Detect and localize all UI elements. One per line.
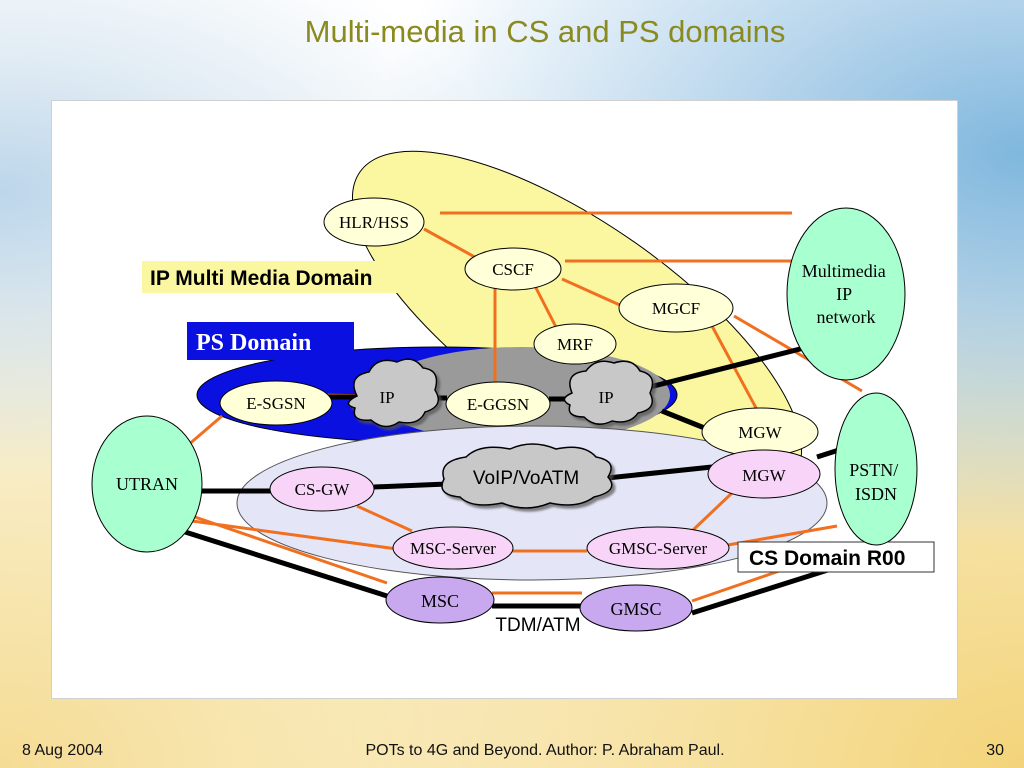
gmsc-server-label: GMSC-Server (609, 539, 708, 558)
footer-text: POTs to 4G and Beyond. Author: P. Abraha… (365, 742, 725, 759)
multimedia-line-3: network (817, 307, 876, 327)
link-utran-msc (191, 514, 388, 585)
voip-voatm-label: VoIP/VoATM (473, 468, 579, 489)
msc-server-label: MSC-Server (410, 539, 496, 558)
link-utran-esgsn (186, 414, 223, 448)
bearer-utran-msc (181, 528, 388, 599)
hlr-hss-node (323, 197, 425, 247)
link-cscf-mrf (533, 285, 559, 330)
link-gmscserver-mgw (690, 491, 734, 533)
bearer-ip-multimedia (641, 345, 805, 392)
hlr-hss-label: HLR/HSS (339, 213, 409, 232)
mrf-node (533, 323, 617, 365)
mgw-top-label: MGW (738, 423, 782, 442)
ip-cloud-1-label: IP (379, 388, 394, 407)
link-csgw-mscserver (356, 504, 413, 533)
e-sgsn-label: E-SGSN (246, 394, 306, 413)
ps-domain-label-box (187, 322, 354, 360)
e-sgsn-node (219, 380, 333, 426)
link-utran-mscserver (191, 519, 398, 551)
gmsc-server-node (586, 526, 730, 570)
msc-node (385, 576, 495, 624)
ip-cloud-2-label: IP (598, 388, 613, 407)
mgcf-label: MGCF (652, 299, 700, 318)
network-diagram: IP Multi Media Domain PS Domain CS Domai… (51, 100, 958, 699)
gmsc-label: GMSC (610, 599, 661, 619)
mgw-cs-label: MGW (742, 466, 786, 485)
pstn-isdn-label: PSTN/ ISDN (849, 460, 903, 504)
ip-multimedia-domain-label-box (142, 261, 422, 293)
cscf-node (464, 247, 562, 291)
link-hlr-cscf (423, 227, 483, 263)
cs-gw-label: CS-GW (295, 480, 351, 499)
e-ggsn-node (445, 381, 551, 427)
mgw-cs-node (707, 449, 821, 499)
footer-date: 8 Aug 2004 (22, 742, 103, 759)
mrf-label: MRF (557, 335, 593, 354)
pstn-line-1: PSTN/ (849, 460, 898, 480)
footer-page-number: 30 (986, 742, 1004, 759)
cs-domain-label-box (737, 541, 935, 573)
mgcf-node (618, 283, 734, 333)
multimedia-line-2: IP (836, 284, 852, 304)
diagram-canvas: IP Multi Media Domain PS Domain CS Domai… (91, 150, 935, 636)
pstn-line-2: ISDN (855, 484, 897, 504)
link-mgcf-mgw (710, 325, 764, 420)
bearer-csgw-voip (373, 481, 448, 490)
ip-cloud-1 (347, 358, 440, 428)
link-cscf-mgcf (561, 277, 623, 308)
gmsc-node (579, 584, 693, 632)
tdm-atm-label: TDM/ATM (495, 615, 580, 636)
voip-voatm-cloud (441, 443, 613, 509)
msc-server-node (392, 526, 514, 570)
utran-label: UTRAN (116, 474, 178, 494)
msc-label: MSC (421, 591, 459, 611)
cs-gw-node (269, 466, 375, 512)
multimedia-ip-network-label: Multimedia IP network (802, 261, 891, 327)
cs-domain-label: CS Domain R00 (749, 547, 905, 570)
cscf-label: CSCF (492, 260, 534, 279)
ip-multimedia-domain-label: IP Multi Media Domain (150, 267, 372, 290)
multimedia-line-1: Multimedia (802, 261, 886, 281)
ip-cloud-2 (563, 360, 654, 425)
ps-domain-label: PS Domain (196, 330, 311, 356)
utran-node (91, 415, 203, 553)
slide-title: Multi-media in CS and PS domains (304, 14, 786, 49)
e-ggsn-label: E-GGSN (467, 395, 529, 414)
bearer-voip-mgw (606, 464, 713, 481)
multimedia-ip-network-node (786, 207, 906, 381)
pstn-isdn-node (834, 392, 918, 546)
